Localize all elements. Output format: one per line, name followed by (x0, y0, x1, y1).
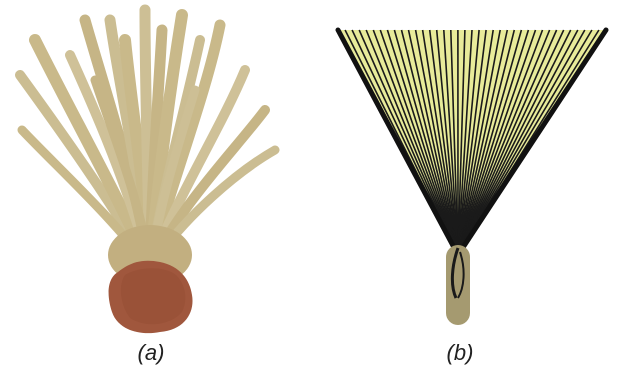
fan-brush-icon (310, 0, 627, 378)
panel-b (310, 0, 627, 378)
caption-a: (a) (121, 340, 181, 366)
dried-twig-brush-icon (0, 0, 300, 378)
fan-handle (446, 245, 470, 325)
panel-a (0, 0, 300, 378)
caption-b: (b) (430, 340, 490, 366)
brush-base (109, 261, 193, 333)
